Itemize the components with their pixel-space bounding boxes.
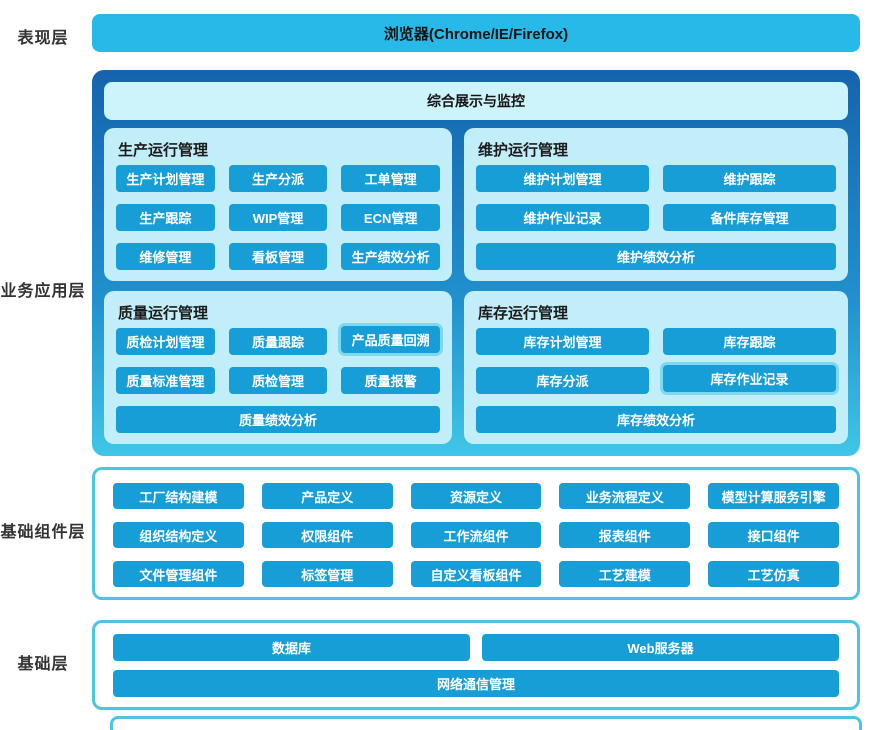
module-box: 产品定义: [261, 483, 393, 509]
panel-grid: 生产计划管理生产分派工单管理生产跟踪 WIP管理 ECN管理维修管理看板管理生产绩效…: [116, 164, 440, 271]
panel-title: 生产运行管理: [118, 142, 209, 159]
components-layer-container: 工厂结构建模产品定义资源定义业务流程定义模型计算服务引擎组织结构定义权限组件工作…: [92, 467, 860, 600]
business-panels: 生产运行管理生产计划管理生产分派工单管理生产跟踪 WIP管理 ECN管理维修管理看板…: [104, 128, 848, 444]
module-box: ECN管理: [341, 204, 440, 231]
module-box: 库存作业记录: [663, 365, 836, 392]
module-box: 维护作业记录: [476, 204, 649, 231]
module-box: 库存计划管理: [476, 328, 649, 355]
module-box: 自定义看板组件: [410, 561, 542, 587]
layer-label-base: 基础层: [17, 656, 69, 673]
module-box: 产品质量回溯: [341, 326, 440, 353]
module-box: 维修管理: [116, 243, 215, 270]
module-box: 报表组件: [559, 522, 691, 548]
module-box: 维护绩效分析: [476, 243, 836, 270]
module-box: 工艺仿真: [708, 561, 839, 587]
module-box: 组织结构定义: [113, 522, 244, 548]
panel-title: 库存运行管理: [478, 305, 569, 322]
browser-bar: 浏览器(Chrome/IE/Firefox): [92, 14, 860, 52]
panel-grid: 维护计划管理维护跟踪维护作业记录备件库存管理维护绩效分析: [476, 164, 836, 271]
module-box: 库存绩效分析: [476, 406, 836, 433]
module-box: 接口组件: [708, 522, 839, 548]
panel-maintenance: 维护运行管理维护计划管理维护跟踪维护作业记录备件库存管理维护绩效分析: [464, 128, 848, 281]
module-box: 质量绩效分析: [116, 406, 440, 433]
module-box: 工艺建模: [559, 561, 691, 587]
module-box: WIP管理: [228, 204, 328, 231]
module-box: 备件库存管理: [663, 204, 836, 231]
module-box: 权限组件: [261, 522, 393, 548]
panel-title: 质量运行管理: [118, 305, 209, 322]
layer-label-business: 业务应用层: [0, 283, 86, 300]
module-box: 资源定义: [410, 483, 542, 509]
module-box: 质量报警: [341, 367, 440, 394]
business-layer-container: 综合展示与监控 生产运行管理生产计划管理生产分派工单管理生产跟踪 WIP管理 ECN…: [92, 70, 860, 456]
module-box: 质量跟踪: [228, 328, 328, 355]
module-box: 库存分派: [476, 367, 649, 394]
panel-title: 维护运行管理: [478, 142, 569, 159]
cropped-next-container-edge: [110, 716, 862, 730]
module-box: 生产绩效分析: [341, 243, 440, 270]
module-box: 网络通信管理: [113, 670, 839, 697]
module-box: Web服务器: [482, 634, 839, 661]
module-box: 维护跟踪: [663, 165, 836, 192]
module-box: 文件管理组件: [113, 561, 244, 587]
module-box: 工厂结构建模: [113, 483, 244, 509]
module-box: 工作流组件: [410, 522, 542, 548]
panel-quality: 质量运行管理质检计划管理质量跟踪产品质量回溯质量标准管理质检管理质量报警质量绩效…: [104, 291, 452, 444]
base-layer-container: 数据库 Web服务器网络通信管理: [92, 620, 860, 710]
module-box: 业务流程定义: [559, 483, 691, 509]
module-box: 看板管理: [228, 243, 328, 270]
panel-production: 生产运行管理生产计划管理生产分派工单管理生产跟踪 WIP管理 ECN管理维修管理看板…: [104, 128, 452, 281]
module-box: 生产计划管理: [116, 165, 215, 192]
panel-grid: 质检计划管理质量跟踪产品质量回溯质量标准管理质检管理质量报警质量绩效分析: [116, 326, 440, 434]
module-box: 标签管理: [261, 561, 393, 587]
module-box: 质检管理: [228, 367, 328, 394]
module-box: 数据库: [113, 634, 470, 661]
panel-inventory: 库存运行管理库存计划管理库存跟踪库存分派库存作业记录库存绩效分析: [464, 291, 848, 444]
module-box: 模型计算服务引擎: [708, 483, 839, 509]
module-box: 工单管理: [341, 165, 440, 192]
module-box: 维护计划管理: [476, 165, 649, 192]
module-box: 生产跟踪: [116, 204, 215, 231]
module-box: 质量标准管理: [116, 367, 215, 394]
module-box: 质检计划管理: [116, 328, 215, 355]
base-grid: 数据库 Web服务器网络通信管理: [113, 634, 839, 697]
monitoring-header: 综合展示与监控: [104, 82, 848, 120]
module-box: 库存跟踪: [663, 328, 836, 355]
layer-label-components: 基础组件层: [0, 524, 86, 541]
layer-label-presentation: 表现层: [17, 30, 69, 47]
panel-grid: 库存计划管理库存跟踪库存分派库存作业记录库存绩效分析: [476, 327, 836, 434]
module-box: 生产分派: [228, 165, 328, 192]
components-grid: 工厂结构建模产品定义资源定义业务流程定义模型计算服务引擎组织结构定义权限组件工作…: [113, 483, 839, 587]
